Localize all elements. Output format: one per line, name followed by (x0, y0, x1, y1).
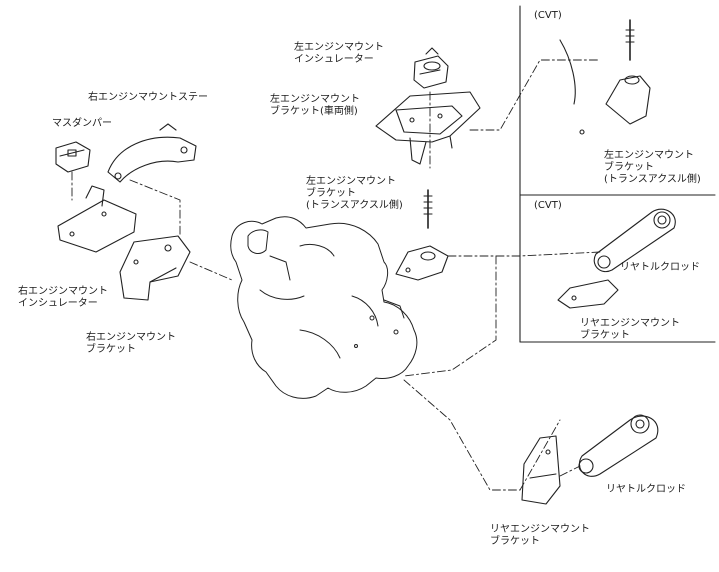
right-insulator-part (57, 185, 137, 253)
label-left-bracket-trans: 左エンジンマウント ブラケット (トランスアクスル側) (306, 176, 403, 211)
cvt-rear-bracket-part (557, 279, 619, 309)
cvt-torque-rod-part (593, 208, 676, 272)
connection-lines (71, 59, 601, 491)
cvt-tag-top: (CVT) (534, 10, 562, 21)
label-torque-rod: リヤトルクロッド (606, 484, 686, 495)
label-cvt-torque-rod: リヤトルクロッド (620, 262, 700, 273)
label-right-bracket: 右エンジンマウント ブラケット (86, 332, 176, 355)
label-rear-bracket: リヤエンジンマウント ブラケット (490, 524, 590, 547)
rear-bracket-part (521, 435, 561, 505)
cvt-tag-bottom: (CVT) (534, 200, 562, 211)
left-bracket-body-part (375, 91, 481, 165)
cvt-panel-frame (519, 5, 716, 343)
left-bracket-trans-part (395, 189, 449, 281)
label-mass-damper: マスダンパー (52, 118, 112, 129)
label-cvt-left-bracket: 左エンジンマウント ブラケット (トランスアクスル側) (604, 150, 701, 185)
left-insulator-part (413, 47, 449, 89)
engine-block (230, 216, 418, 399)
label-left-bracket-body: 左エンジンマウント ブラケット(車両側) (270, 94, 360, 117)
label-right-insulator: 右エンジンマウント インシュレーター (18, 286, 108, 309)
label-right-stay: 右エンジンマウントステー (88, 92, 208, 103)
torque-rod-part (578, 414, 659, 477)
right-bracket-part (119, 235, 191, 301)
right-stay-part (107, 123, 197, 183)
label-cvt-rear-bracket: リヤエンジンマウント ブラケット (580, 318, 680, 341)
cvt-left-bracket-part (559, 19, 651, 135)
label-left-insulator: 左エンジンマウント インシュレーター (294, 42, 384, 65)
mass-damper-part (55, 141, 91, 173)
